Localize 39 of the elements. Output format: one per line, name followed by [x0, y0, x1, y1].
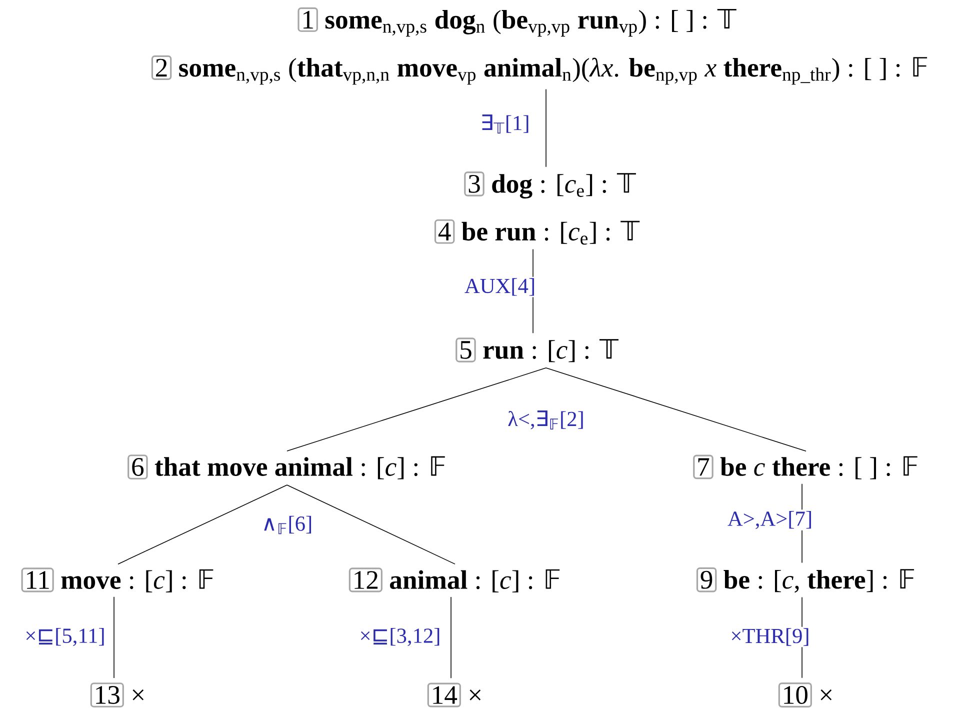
number-box: 3 — [464, 171, 484, 196]
tree-line — [118, 484, 288, 564]
formula-text: move : [c] : 𝔽 — [61, 569, 214, 592]
number-box: 10 — [778, 682, 812, 708]
number-box: 1 — [298, 7, 318, 32]
tree-line — [286, 368, 546, 452]
rule-label: λ<,∃$_{𝔽}$[2] — [506, 409, 586, 431]
formula-text: × — [132, 689, 144, 700]
number-box: 6 — [128, 454, 148, 480]
formula-text: be : [c, there] : 𝔽 — [724, 569, 914, 593]
rule-label: ×⊑[5,11] — [23, 626, 107, 648]
number-box: 12 — [348, 568, 382, 592]
number-box: 14 — [427, 682, 461, 708]
number-box: 11 — [21, 568, 54, 592]
formula-text: × — [470, 690, 481, 700]
rule-label: A>,A>[7] — [726, 510, 814, 530]
formula-text: animal : [c] : 𝔽 — [390, 569, 560, 592]
number-box: 2 — [151, 55, 172, 80]
tree-line — [450, 596, 452, 679]
rule-label: ∧$_{𝔽}$[6] — [260, 514, 314, 536]
rule-label: ×⊑[3,12] — [358, 626, 442, 648]
formula-text: be run : [c$_{e}$] : 𝕋 — [462, 220, 640, 245]
number-box: 4 — [434, 219, 455, 244]
tree-line — [286, 484, 456, 564]
number-box: 13 — [90, 682, 124, 708]
formula-text: some$_{n,vp,s}$ dog$_{n}$ (be$_{vp,vp}$ run$_{vp}$) : [ ] : 𝕋 — [325, 9, 736, 37]
formula-text: × — [820, 689, 832, 700]
number-box: 5 — [456, 338, 476, 362]
formula-text: some$_{n,vp,s}$ (that$_{vp,n,n}$ move$_{vp}$ animal$_{n}$)(λx. be$_{np,vp}$ x there$_{np_thr}$) : [ ] : 𝔽 — [179, 57, 928, 85]
rule-label: AUX[4] — [463, 276, 537, 298]
tree-line — [546, 368, 806, 452]
formula-text: run : [c] : 𝕋 — [483, 339, 618, 362]
formula-text: that move animal : [c] : 𝔽 — [154, 456, 445, 480]
rule-label: ×THR[9] — [728, 626, 812, 648]
formula-text: be c there : [ ] : 𝔽 — [720, 456, 918, 480]
number-box: 9 — [696, 567, 717, 592]
rule-label: ∃$_{𝕋}$[1] — [478, 113, 532, 135]
number-box: 7 — [693, 454, 714, 480]
formula-text: dog : [c$_{e}$] : 𝕋 — [492, 173, 636, 198]
